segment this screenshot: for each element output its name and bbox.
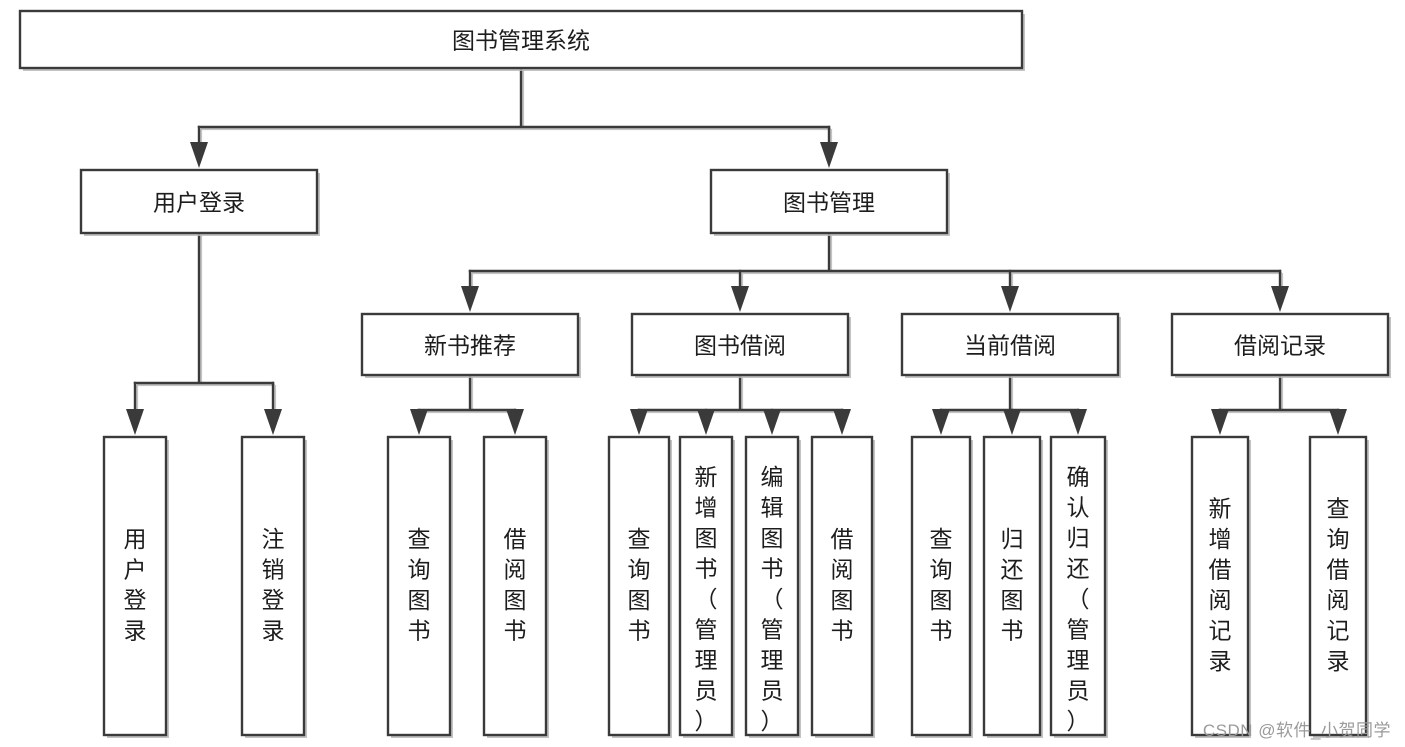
node-box-record-query[interactable] xyxy=(1308,435,1368,737)
node-box-book-borrow[interactable] xyxy=(630,312,850,377)
node-label-user-logout: 注销登录 xyxy=(262,526,285,644)
node-box-user-logout[interactable] xyxy=(240,435,306,737)
node-label-book-management: 图书管理 xyxy=(783,190,875,216)
arrow-head-icon xyxy=(820,142,838,168)
arrow-head-icon xyxy=(763,409,781,435)
arrow-head-icon xyxy=(264,409,282,435)
node-box-borrow-query-book[interactable] xyxy=(607,435,671,737)
node-label-record-add: 新增借阅记录 xyxy=(1209,496,1232,675)
arrow-head-icon xyxy=(410,409,428,435)
node-label-borrow-edit-book: 编辑图书（管理员） xyxy=(761,464,784,734)
node-box-recommend-borrow-book[interactable] xyxy=(482,435,548,737)
arrow-head-icon xyxy=(630,409,648,435)
node-label-current-query-book: 查询图书 xyxy=(930,526,953,644)
arrow-head-icon xyxy=(1001,286,1019,312)
node-label-current-borrow: 当前借阅 xyxy=(964,333,1056,359)
node-label-record-query: 查询借阅记录 xyxy=(1327,496,1350,675)
node-box-record-add[interactable] xyxy=(1190,435,1250,737)
node-label-root: 图书管理系统 xyxy=(452,28,590,54)
node-box-book-management[interactable] xyxy=(709,168,949,235)
node-label-borrow-record: 借阅记录 xyxy=(1234,333,1326,359)
node-label-current-confirm-return: 确认归还（管理员） xyxy=(1067,464,1090,734)
node-box-new-book-recommend[interactable] xyxy=(360,312,580,377)
node-box-borrow-record[interactable] xyxy=(1170,312,1390,377)
node-box-borrow-borrow-book[interactable] xyxy=(810,435,874,737)
node-box-borrow-add-book[interactable] xyxy=(678,435,734,737)
node-label-borrow-query-book: 查询图书 xyxy=(628,526,651,644)
node-box-current-return-book[interactable] xyxy=(982,435,1042,737)
arrow-head-icon xyxy=(190,142,208,168)
arrow-head-icon xyxy=(731,286,749,312)
node-label-book-borrow: 图书借阅 xyxy=(694,333,786,359)
node-label-current-return-book: 归还图书 xyxy=(1001,526,1024,644)
node-label-user-login: 用户登录 xyxy=(153,190,245,216)
node-box-current-query-book[interactable] xyxy=(910,435,972,737)
node-label-user-login-do: 用户登录 xyxy=(124,526,147,644)
node-label-borrow-add-book: 新增图书（管理员） xyxy=(695,464,718,734)
node-box-user-login[interactable] xyxy=(79,168,319,235)
node-label-recommend-query-book: 查询图书 xyxy=(408,526,431,644)
arrow-head-icon xyxy=(932,409,950,435)
arrow-head-icon xyxy=(697,409,715,435)
node-label-borrow-borrow-book: 借阅图书 xyxy=(831,526,854,644)
arrow-head-icon xyxy=(1003,409,1021,435)
node-box-recommend-query-book[interactable] xyxy=(386,435,452,737)
arrow-head-icon xyxy=(1271,286,1289,312)
node-label-recommend-borrow-book: 借阅图书 xyxy=(504,526,527,644)
csdn-watermark: CSDN @软件_小贺同学 xyxy=(1202,721,1391,740)
arrow-head-icon xyxy=(461,286,479,312)
node-box-borrow-edit-book[interactable] xyxy=(744,435,800,737)
node-box-root[interactable] xyxy=(18,9,1024,70)
arrow-head-icon xyxy=(126,409,144,435)
node-box-user-login-do[interactable] xyxy=(102,435,168,737)
arrow-head-icon xyxy=(506,409,524,435)
arrow-head-icon xyxy=(1329,409,1347,435)
arrow-head-icon xyxy=(833,409,851,435)
node-box-current-borrow[interactable] xyxy=(900,312,1120,377)
arrow-head-icon xyxy=(1211,409,1229,435)
node-label-new-book-recommend: 新书推荐 xyxy=(424,333,516,359)
arrow-head-icon xyxy=(1069,409,1087,435)
node-box-current-confirm-return[interactable] xyxy=(1049,435,1107,737)
